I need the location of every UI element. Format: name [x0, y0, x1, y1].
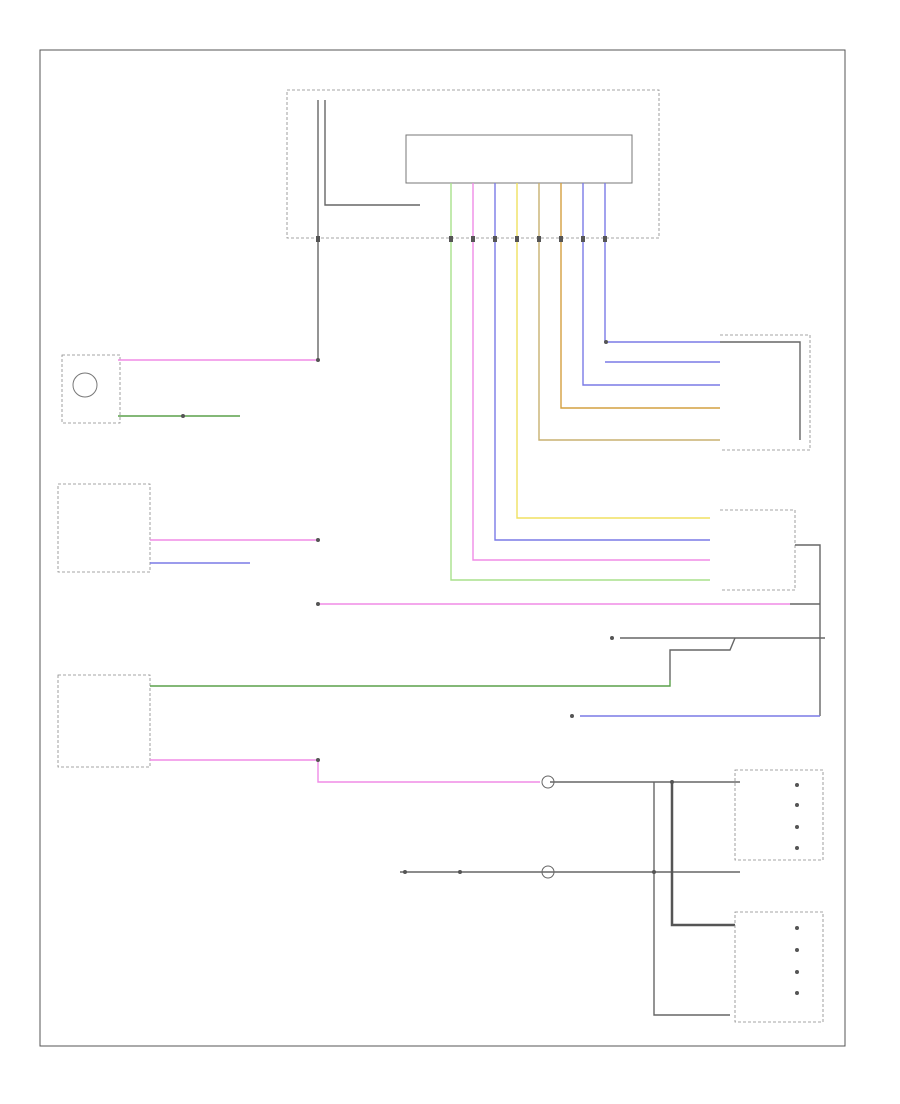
upper-switch-region — [720, 334, 811, 451]
ground-connector-1 — [541, 775, 555, 789]
module-pin-wires — [450, 183, 720, 581]
ground-connector-2 — [541, 865, 555, 879]
middle-switch-region — [720, 509, 796, 591]
lower-right-switch-2 — [734, 911, 824, 1023]
center-module-box — [405, 134, 633, 184]
left-component-3 — [57, 674, 151, 768]
left-component-1 — [61, 354, 121, 424]
left-component-2 — [57, 483, 151, 573]
wire-blue-1 — [494, 183, 710, 541]
component-3-pink-wire — [150, 759, 540, 783]
bottom-bus-vertical-1 — [653, 782, 730, 1016]
wire-connectors — [181, 340, 674, 874]
fuse-feed-wire — [317, 100, 420, 238]
diagram-frame — [39, 49, 846, 1047]
wire-orange — [560, 183, 720, 409]
wire-tan — [538, 183, 720, 441]
bottom-bus-vertical-2 — [670, 782, 735, 927]
black-wire-branch — [669, 637, 736, 680]
component-3-green-wire — [150, 680, 671, 687]
upper-switch-bus — [720, 341, 801, 440]
middle-switch-feed — [795, 544, 821, 716]
wire-pink — [472, 183, 710, 561]
wire-blue-3 — [604, 183, 720, 363]
module-connectors — [316, 236, 607, 242]
lower-right-switch-1 — [734, 769, 824, 861]
switch-contacts — [795, 783, 799, 995]
wire-yellow — [516, 183, 710, 519]
wire-light-green — [450, 183, 710, 581]
wire-blue-2 — [582, 183, 720, 386]
component-1-symbol — [72, 372, 98, 398]
